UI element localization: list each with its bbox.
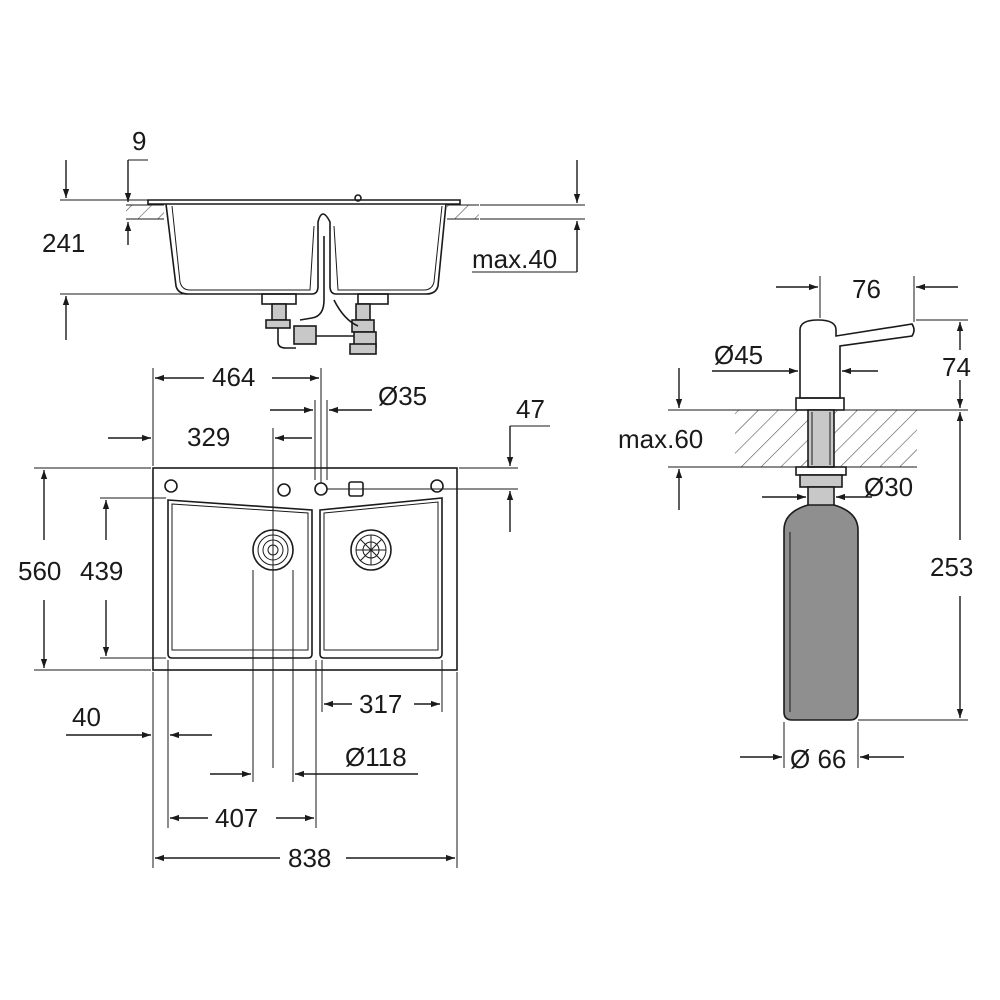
right-bowl bbox=[319, 497, 443, 659]
tap-hole-4 bbox=[430, 479, 444, 493]
sink-bowl-profile bbox=[165, 203, 447, 295]
siphon-assembly bbox=[261, 236, 389, 355]
sink-section-view: 9 241 max.40 bbox=[42, 126, 585, 355]
right-drain bbox=[350, 529, 392, 571]
dim-bowl-offset-329: 329 bbox=[187, 422, 230, 452]
dim-right-bowl-317: 317 bbox=[359, 689, 402, 719]
worktop-hatch-left bbox=[126, 204, 164, 220]
dim-drain-dia-118: Ø118 bbox=[345, 742, 407, 772]
dim-worktop-max40: max.40 bbox=[472, 244, 557, 274]
dim-hole-dia-30: Ø30 bbox=[864, 472, 913, 502]
dim-hole-inset-47: 47 bbox=[516, 394, 545, 424]
sink-plan-view: 464 Ø35 329 47 560 439 bbox=[18, 362, 550, 873]
soap-dispenser-view: 76 Ø45 74 max.60 Ø30 253 Ø 66 bbox=[618, 274, 973, 774]
dim-hole-span-464: 464 bbox=[212, 362, 255, 392]
dim-depth-241: 241 bbox=[42, 228, 85, 258]
dispenser-pump-head bbox=[799, 319, 915, 399]
tap-hole-3 bbox=[314, 482, 328, 496]
tap-hole-2 bbox=[277, 483, 291, 497]
dim-depth-560: 560 bbox=[18, 556, 61, 586]
tap-hole-1 bbox=[164, 479, 178, 493]
sink-outline bbox=[152, 467, 458, 671]
dim-worktop-max60: max.60 bbox=[618, 424, 703, 454]
dim-edge-40: 40 bbox=[72, 702, 101, 732]
dim-head-height-74: 74 bbox=[942, 352, 971, 382]
dim-length-253: 253 bbox=[930, 552, 973, 582]
dim-hole-dia-35: Ø35 bbox=[378, 381, 427, 411]
worktop-hatch-right bbox=[447, 204, 479, 220]
dim-reach-76: 76 bbox=[852, 274, 881, 304]
left-bowl bbox=[167, 499, 313, 659]
sink-rim bbox=[147, 199, 461, 205]
dim-bowl-depth-439: 439 bbox=[80, 556, 123, 586]
dim-bottle-dia-66: Ø 66 bbox=[790, 744, 846, 774]
dim-width-838: 838 bbox=[288, 843, 331, 873]
dim-left-bowl-407: 407 bbox=[215, 803, 258, 833]
dim-lip-9: 9 bbox=[132, 126, 146, 156]
dim-head-dia-45: Ø45 bbox=[714, 340, 763, 370]
dispenser-bottle bbox=[783, 504, 859, 721]
